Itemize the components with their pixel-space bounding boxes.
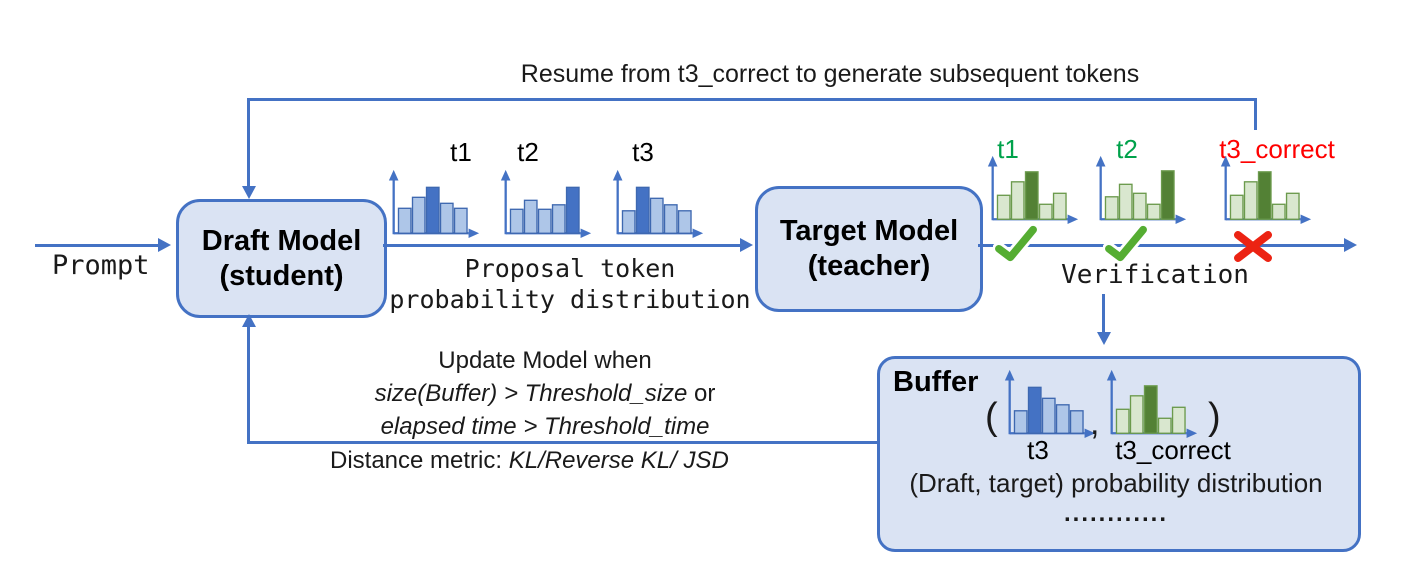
update-line1: Update Model when: [438, 347, 652, 374]
resume-loop-right-segment: [1254, 98, 1257, 130]
arrowhead-down-icon: [242, 186, 256, 199]
update-loop-line: [247, 441, 877, 444]
prompt-arrow-line: [35, 244, 160, 247]
update-line2-italic: size(Buffer) > Threshold_size: [374, 380, 688, 407]
verify-label-t1: t1: [997, 134, 1019, 164]
verify-histogram-t3-correct: [1218, 152, 1314, 227]
verification-to-buffer-line: [1102, 294, 1105, 334]
draft-to-target-line: [383, 244, 740, 247]
update-line3: elapsed time > Threshold_time: [350, 410, 740, 443]
arrowhead-right-icon: [158, 238, 171, 252]
verify-histogram-t2: [1093, 152, 1189, 227]
prompt-label: Prompt: [52, 250, 150, 281]
proposal-caption-line2: probability distribution: [389, 285, 751, 314]
resume-loop-left-segment: [247, 98, 250, 186]
distance-metric-plain: Distance metric:: [330, 447, 509, 474]
buffer-title: Buffer: [893, 366, 979, 398]
arrowhead-right-icon: [740, 238, 753, 252]
buffer-comma: ,: [1090, 404, 1100, 442]
arrowhead-right-icon: [1344, 238, 1357, 252]
buffer-histogram-t3: [1002, 366, 1098, 441]
update-line2-plain: or: [687, 380, 716, 407]
resume-loop-label: Resume from t3_correct to generate subse…: [520, 60, 1140, 88]
proposal-caption: Proposal token probability distribution: [385, 253, 755, 315]
resume-loop-line: [247, 98, 1257, 101]
verification-label: Verification: [1061, 260, 1249, 290]
verify-label-t3-correct: t3_correct: [1219, 134, 1335, 164]
check-icon: [992, 223, 1040, 264]
buffer-ellipsis: ............: [1063, 500, 1168, 527]
distance-metric-italic: KL/Reverse KL/ JSD: [508, 447, 729, 474]
update-condition-caption: Update Model when size(Buffer) > Thresho…: [350, 344, 740, 443]
target-model-subtitle: (teacher): [807, 250, 931, 282]
histogram-t2: [498, 166, 594, 241]
buffer-label-t3: t3: [1027, 435, 1049, 465]
verification-flow-line: [978, 244, 1346, 247]
arrowhead-down-icon: [1097, 332, 1111, 345]
draft-model-box: Draft Model (student): [176, 199, 387, 318]
buffer-box: [877, 356, 1361, 552]
update-loop-left-segment: [247, 326, 250, 444]
histogram-t1: [386, 166, 482, 241]
buffer-close-paren: ): [1208, 396, 1221, 438]
check-icon: [1102, 223, 1150, 264]
verify-label-t2: t2: [1116, 134, 1138, 164]
histogram-t3: [610, 166, 706, 241]
draft-model-title: Draft Model: [201, 224, 362, 257]
update-line2: size(Buffer) > Threshold_size or: [350, 377, 740, 410]
target-model-box: Target Model (teacher): [755, 186, 983, 312]
hist-label-t3: t3: [632, 137, 654, 167]
distance-metric-caption: Distance metric: KL/Reverse KL/ JSD: [330, 447, 729, 475]
update-line3-italic: elapsed time > Threshold_time: [380, 413, 710, 440]
proposal-caption-line1: Proposal token: [464, 254, 676, 283]
verify-histogram-t1: [985, 152, 1081, 227]
buffer-histogram-t3-correct: [1104, 366, 1200, 441]
hist-label-t2: t2: [517, 137, 539, 167]
draft-model-subtitle: (student): [219, 259, 344, 292]
buffer-pair-caption: (Draft, target) probability distribution: [909, 468, 1323, 498]
cross-icon: [1230, 226, 1276, 266]
arrowhead-up-icon: [242, 314, 256, 327]
buffer-open-paren: (: [985, 396, 998, 438]
target-model-title: Target Model: [779, 215, 959, 247]
hist-label-t1: t1: [450, 137, 472, 167]
buffer-label-t3-correct: t3_correct: [1115, 435, 1231, 465]
